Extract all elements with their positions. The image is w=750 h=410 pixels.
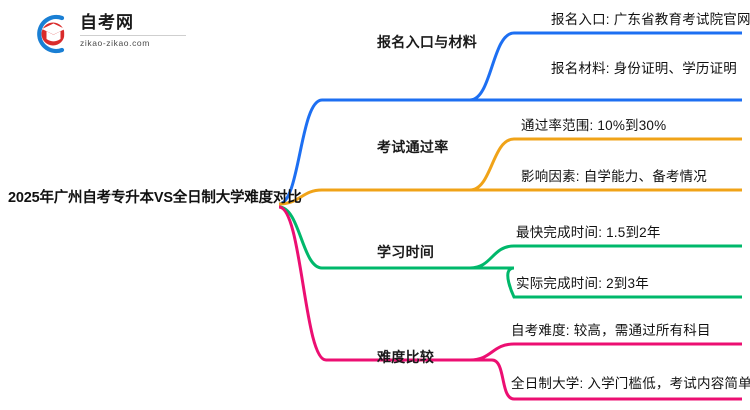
zikao-logo-icon	[37, 14, 66, 54]
logo-title: 自考网	[80, 13, 134, 32]
logo-text-block: 自考网 zikao-zikao.com	[80, 13, 188, 49]
branch-label-4[interactable]: 难度比较	[377, 349, 435, 365]
branch-label-2[interactable]: 考试通过率	[377, 139, 449, 155]
leaf-label-3-1[interactable]: 最快完成时间: 1.5到2年	[516, 225, 661, 240]
leaf-label-4-2[interactable]: 全日制大学: 入学门槛低，考试内容简单	[511, 376, 750, 391]
leaf-label-1-1[interactable]: 报名入口: 广东省教育考试院官网	[551, 12, 750, 27]
leaf-label-4-1[interactable]: 自考难度: 较高，需通过所有科目	[511, 323, 711, 338]
connector-root-to-branch-4	[278, 205, 372, 362]
leaf-label-1-2[interactable]: 报名材料: 身份证明、学历证明	[551, 61, 738, 76]
leaf-label-2-2[interactable]: 影响因素: 自学能力、备考情况	[521, 169, 708, 184]
logo-divider	[80, 35, 186, 36]
branch-label-1[interactable]: 报名入口与材料	[377, 34, 478, 50]
leaf-label-3-2[interactable]: 实际完成时间: 2到3年	[516, 276, 649, 291]
site-logo: 自考网 zikao-zikao.com	[28, 8, 188, 60]
connector-root-to-branch-1	[278, 98, 372, 206]
connector-root-to-branch-3	[278, 205, 372, 270]
mindmap-root-node: 2025年广州自考专升本VS全日制大学难度对比	[8, 188, 302, 208]
leaf-label-2-1[interactable]: 通过率范围: 10%到30%	[521, 118, 667, 133]
logo-subtitle: zikao-zikao.com	[80, 38, 150, 48]
branch-label-3[interactable]: 学习时间	[377, 244, 435, 260]
mindmap-root-label: 2025年广州自考专升本VS全日制大学难度对比	[8, 190, 302, 206]
